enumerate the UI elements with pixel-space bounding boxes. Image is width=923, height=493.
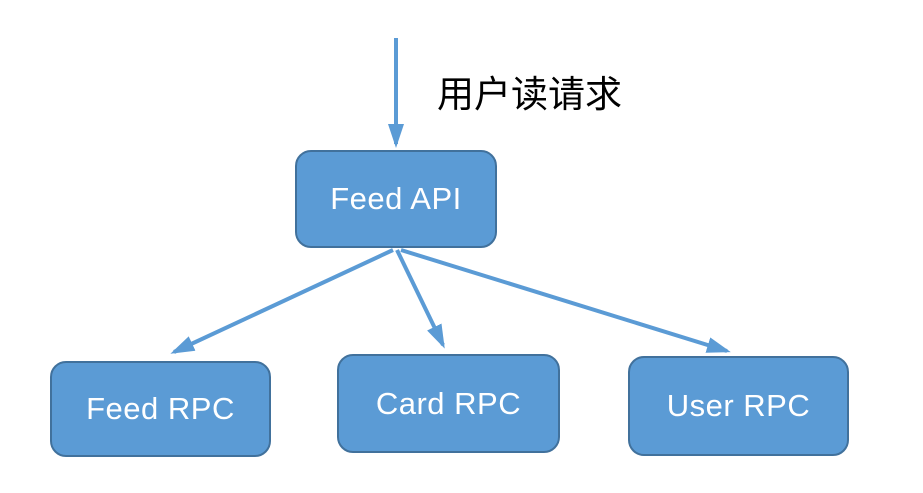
node-feed-rpc: Feed RPC [50,361,271,457]
edge-feed-api-to-user-rpc [400,248,731,353]
node-card-rpc: Card RPC [337,354,560,453]
user-request-label: 用户读请求 [437,74,622,115]
node-user-rpc: User RPC [628,356,849,456]
node-card-rpc-label: Card RPC [375,385,522,421]
edge-feed-api-to-feed-rpc [170,248,394,354]
edge-feed-api-to-card-rpc [395,249,445,349]
node-user-rpc-label: User RPC [666,388,811,423]
node-feed-api: Feed API [295,150,497,248]
node-feed-api-label: Feed API [330,181,462,216]
node-feed-rpc-label: Feed RPC [86,391,235,426]
